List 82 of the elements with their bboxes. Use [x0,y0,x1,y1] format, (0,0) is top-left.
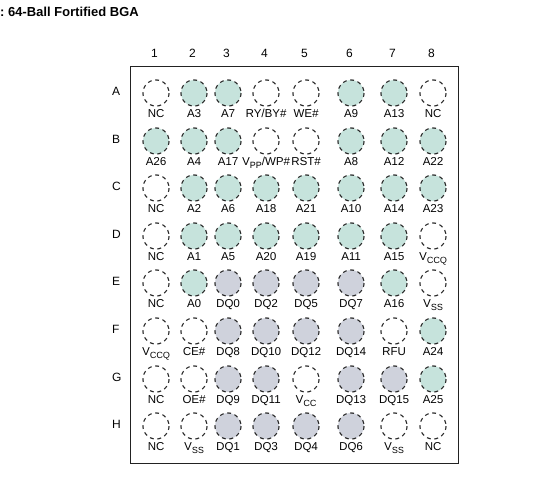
column-number: 4 [261,46,268,60]
column-number: 2 [189,46,196,60]
pin-label: DQ10 [250,346,282,359]
pin-label: A16 [384,298,404,311]
column-number: 1 [151,46,158,60]
pin-label: RFU [382,346,406,359]
pin-label: V$_{PP}$/WP# [242,156,290,169]
pin-label: V$_{SS}$ [423,298,443,311]
package-outline [130,66,459,464]
pin-label: A7 [220,108,236,121]
pin-label: V$_{SS}$ [184,441,204,454]
pin-label: DQ11 [251,394,281,407]
column-number: 7 [389,46,396,60]
pin-label: A17 [218,156,238,169]
pin-label: A20 [256,251,276,264]
pin-label: A26 [146,156,166,169]
pin-label: NC [148,108,164,121]
figure-title: : 64-Ball Fortified BGA [0,4,139,19]
column-number: 5 [301,46,308,60]
pin-label: V$_{SS}$ [384,441,404,454]
row-letter: D [112,227,121,241]
pin-label: A24 [422,346,444,359]
pin-label: DQ14 [336,346,366,359]
pin-label: DQ2 [254,298,278,311]
pin-label: WE# [294,108,318,121]
pin-label: A2 [186,203,202,216]
row-letter: H [112,417,121,431]
pin-label: DQ3 [254,441,278,454]
pin-label: A15 [384,251,404,264]
row-letter: G [112,370,122,384]
pin-label: A1 [186,251,202,264]
pin-label: V$_{CC}$ [296,394,316,407]
column-number: 3 [223,46,230,60]
row-letter: E [112,274,120,288]
pin-label: DQ15 [378,394,410,407]
pin-label: NC [148,203,164,216]
pin-label: DQ5 [294,298,318,311]
pin-label: NC [424,108,442,121]
pin-label: CE# [182,346,206,359]
pin-label: NC [148,394,164,407]
pin-label: NC [424,441,442,454]
pin-label: A23 [422,203,444,216]
pin-label: A13 [384,108,404,121]
pin-label: V$_{CCQ}$ [419,251,447,264]
pin-label: DQ4 [294,441,318,454]
pin-label: DQ12 [290,346,322,359]
pin-label: A12 [384,156,404,169]
pin-label: NC [148,298,164,311]
pin-label: A4 [186,156,202,169]
pin-label: NC [148,251,164,264]
pin-label: A14 [384,203,404,216]
pin-label: DQ7 [339,298,363,311]
row-letter: C [112,179,121,193]
pin-label: DQ8 [216,346,240,359]
pin-label: DQ9 [216,394,240,407]
pin-label: DQ0 [216,298,240,311]
pin-label: A9 [344,108,358,121]
pin-label: NC [148,441,164,454]
pin-label: OE# [182,394,206,407]
pin-label: A25 [422,394,444,407]
pin-label: A10 [340,203,362,216]
pin-label: DQ6 [339,441,363,454]
pin-label: A5 [220,251,236,264]
pin-label: A18 [256,203,276,216]
pin-label: DQ13 [336,394,366,407]
row-letter: B [112,132,120,146]
pin-label: RST# [291,156,321,169]
pin-label: A0 [186,298,202,311]
row-letter: F [112,322,120,336]
pin-label: A19 [296,251,316,264]
pin-label: A6 [220,203,236,216]
pin-label: RY/BY# [246,108,286,121]
pin-label: A21 [296,203,316,216]
pin-label: A22 [422,156,444,169]
pin-label: DQ1 [216,441,240,454]
pin-label: A3 [186,108,202,121]
pin-label: V$_{CCQ}$ [142,346,170,359]
column-number: 6 [346,46,353,60]
column-number: 8 [428,46,435,60]
row-letter: A [112,84,120,98]
pin-label: A8 [344,156,358,169]
pin-label: A11 [341,251,361,264]
